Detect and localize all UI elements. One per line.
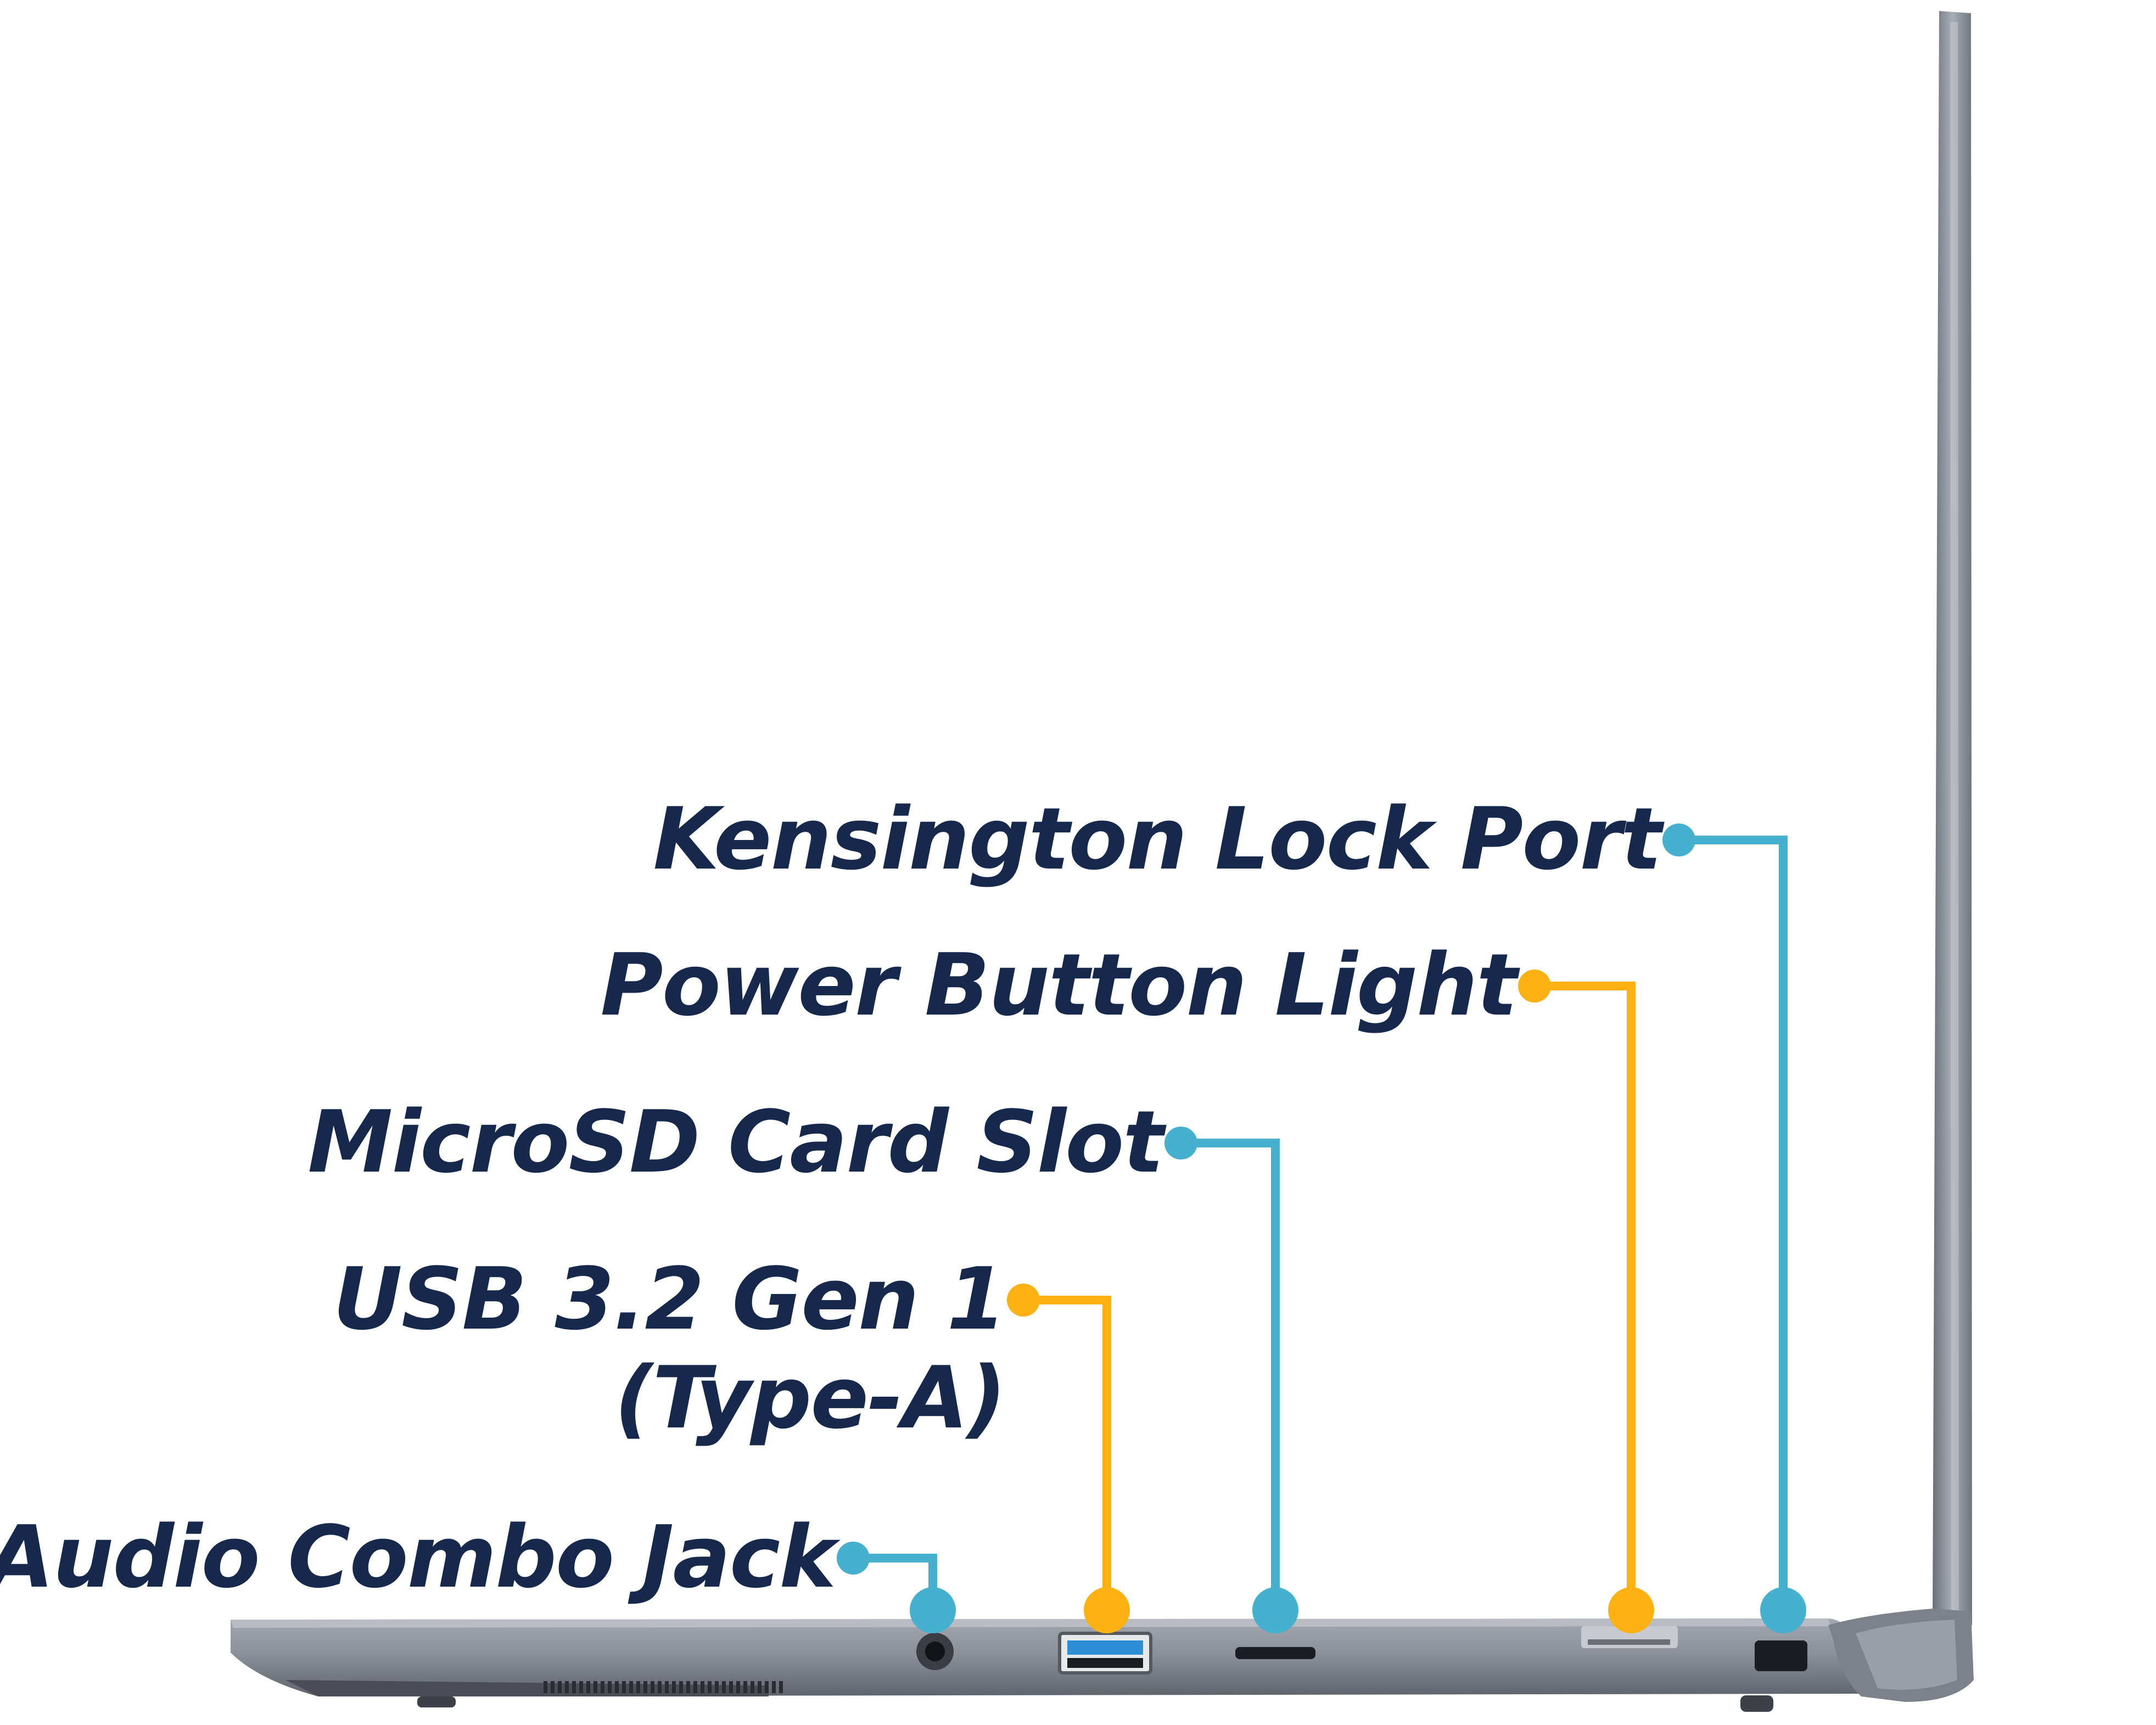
vent-slit (743, 1681, 747, 1693)
label-microsd-card-slot: MicroSD Card Slot (307, 1092, 1164, 1192)
vent-slit (722, 1681, 726, 1693)
label-usb-type-a: USB 3.2 Gen 1 (Type-A) (333, 1249, 1006, 1448)
vent-slit (686, 1681, 690, 1693)
label-audio-combo-jack: Audio Combo Jack (0, 1507, 836, 1607)
vent-slit (643, 1681, 647, 1693)
rubber-foot (417, 1696, 456, 1707)
vent-slit (729, 1681, 733, 1693)
vent-slit (751, 1681, 754, 1693)
laptop-base (231, 1618, 1861, 1696)
callout-kensington-leader (1662, 824, 1806, 1633)
vent-slit (558, 1681, 562, 1693)
vent-slit (593, 1681, 597, 1693)
vent-grille (544, 1681, 783, 1693)
label-kensington-lock-port: Kensington Lock Port (653, 789, 1662, 889)
label-power-button-light: Power Button Light (600, 935, 1517, 1035)
callout-usb-a-leader (1007, 1284, 1130, 1633)
vent-slit (572, 1681, 576, 1693)
label-usb-line1: USB 3.2 Gen 1 (333, 1249, 1006, 1349)
vent-slit (586, 1681, 590, 1693)
hinge (1828, 1609, 1974, 1702)
vent-slit (736, 1681, 740, 1693)
vent-slit (665, 1681, 669, 1693)
microsd-slot-port (1235, 1647, 1315, 1659)
vent-slit (779, 1681, 783, 1693)
label-usb-line2: (Type-A) (614, 1348, 1006, 1448)
callout-microsd-leader (1164, 1127, 1298, 1633)
usb-a-port (1058, 1632, 1152, 1674)
vent-slit (629, 1681, 633, 1693)
laptop-lid (1933, 11, 1972, 1625)
callout-audio-leader (837, 1542, 956, 1633)
vent-slit (679, 1681, 683, 1693)
vent-slit (579, 1681, 583, 1693)
vent-slit (551, 1681, 555, 1693)
rubber-foot (1740, 1695, 1773, 1712)
vent-slit (765, 1681, 769, 1693)
kensington-lock-port (1755, 1640, 1807, 1671)
vent-slit (636, 1681, 640, 1693)
vent-slit (601, 1681, 604, 1693)
vent-slit (544, 1681, 547, 1693)
vent-slit (658, 1681, 662, 1693)
vent-slit (672, 1681, 676, 1693)
vent-slit (772, 1681, 776, 1693)
callout-power-light-leader (1518, 970, 1654, 1633)
vent-slit (693, 1681, 697, 1693)
vent-slit (651, 1681, 654, 1693)
vent-slit (615, 1681, 619, 1693)
audio-jack-port (916, 1633, 954, 1670)
vent-slit (608, 1681, 612, 1693)
vent-slit (701, 1681, 704, 1693)
power-button-light-port (1581, 1626, 1678, 1648)
vent-slit (565, 1681, 569, 1693)
vent-slit (758, 1681, 761, 1693)
vent-slit (622, 1681, 626, 1693)
vent-slit (708, 1681, 712, 1693)
vent-slit (715, 1681, 719, 1693)
